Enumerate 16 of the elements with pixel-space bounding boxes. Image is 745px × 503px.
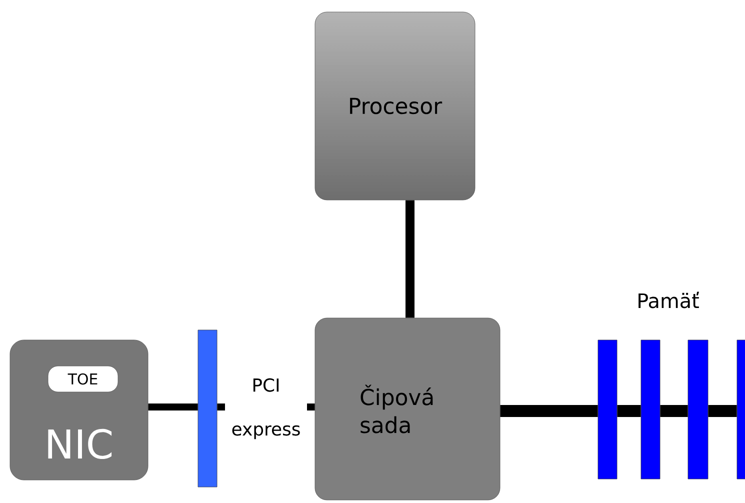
- memory-module-bar: [598, 340, 618, 480]
- memory-module-bar: [640, 340, 660, 480]
- section-label: Pamäť: [638, 292, 700, 308]
- chipset-box: Čipová sada: [314, 318, 500, 500]
- connector-line: [708, 405, 737, 417]
- memory-module-bar: [736, 340, 745, 480]
- connector-line: [660, 405, 688, 417]
- connector-line: [406, 200, 414, 318]
- memory-module-bar: [688, 340, 708, 480]
- connector-line: [500, 405, 598, 417]
- processor-box: Procesor: [314, 12, 476, 200]
- edge-label: PCI express: [225, 377, 307, 440]
- pci-slot-bar: [198, 330, 218, 488]
- connector-line: [617, 405, 641, 417]
- connector-line: [148, 404, 198, 410]
- toe-badge: TOE: [48, 366, 118, 392]
